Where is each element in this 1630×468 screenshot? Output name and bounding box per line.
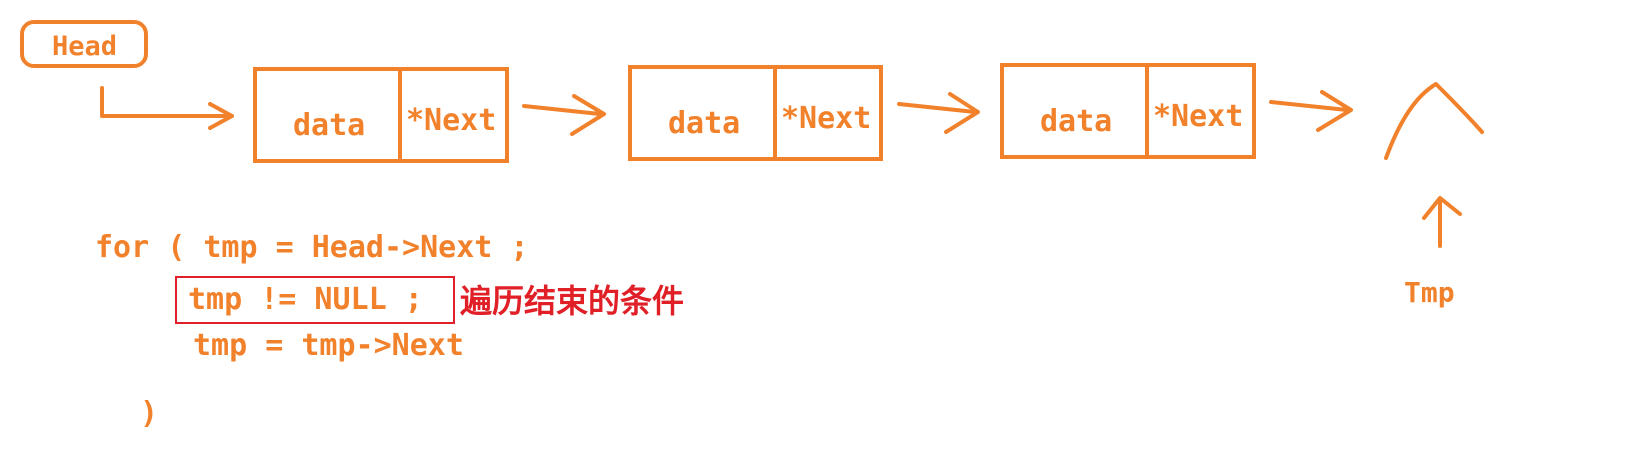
node-divider <box>1145 67 1149 155</box>
head-label: Head <box>52 31 118 62</box>
node-divider <box>398 71 402 159</box>
list-node-2: data *Next <box>628 65 883 161</box>
arrow-2-3 <box>897 92 980 134</box>
arrow-3-null <box>1269 90 1353 132</box>
node-data-label: data <box>293 108 366 143</box>
tmp-label: Tmp <box>1404 276 1455 309</box>
list-node-1: data *Next <box>253 67 509 163</box>
node-next-label: *Next <box>1153 99 1244 134</box>
head-pointer-box: Head <box>20 20 148 68</box>
node-divider <box>773 69 777 157</box>
null-symbol <box>1384 82 1484 160</box>
code-line-3: tmp = tmp->Next <box>193 328 464 363</box>
node-next-label: *Next <box>406 103 497 138</box>
list-node-3: data *Next <box>1000 63 1256 159</box>
condition-highlight-box <box>175 276 455 324</box>
code-line-1: for ( tmp = Head->Next ; <box>95 230 529 265</box>
code-line-4: ) <box>140 396 159 431</box>
code-line-2: tmp != NULL ; <box>188 282 423 317</box>
end-condition-note: 遍历结束的条件 <box>460 282 685 320</box>
arrow-1-2 <box>522 94 606 136</box>
tmp-arrow <box>1422 196 1462 248</box>
node-next-label: *Next <box>781 101 872 136</box>
node-data-label: data <box>668 106 741 141</box>
node-data-label: data <box>1040 104 1113 139</box>
head-arrow <box>100 86 234 130</box>
